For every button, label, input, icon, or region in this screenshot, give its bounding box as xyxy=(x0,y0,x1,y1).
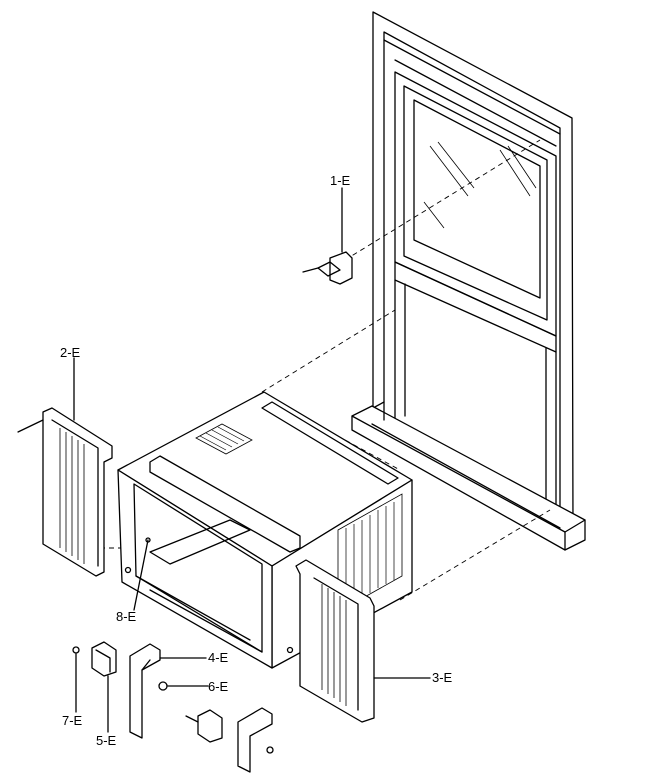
part-4e-support xyxy=(129,643,207,739)
label-6e: 6-E xyxy=(208,679,229,694)
label-3e: 3-E xyxy=(432,670,453,685)
cabinet xyxy=(117,391,413,669)
part-5e-bracket xyxy=(91,641,117,733)
part-7e-screw xyxy=(72,646,80,713)
label-8e: 8-E xyxy=(116,609,137,624)
part-3e-right-curtain xyxy=(295,559,431,723)
label-4e: 4-E xyxy=(208,650,229,665)
part-8e-screw xyxy=(145,537,151,543)
part-6e-nut xyxy=(158,681,209,691)
window-frame xyxy=(351,11,586,551)
part-8e-leader xyxy=(133,539,149,611)
part-2e-left-curtain xyxy=(17,357,113,577)
part-1e-bracket xyxy=(302,187,353,285)
top-vent xyxy=(195,423,253,455)
label-5e: 5-E xyxy=(96,733,117,748)
second-bracket-set xyxy=(185,707,274,773)
label-2e: 2-E xyxy=(60,345,81,360)
label-1e: 1-E xyxy=(330,173,351,188)
label-7e: 7-E xyxy=(62,713,83,728)
